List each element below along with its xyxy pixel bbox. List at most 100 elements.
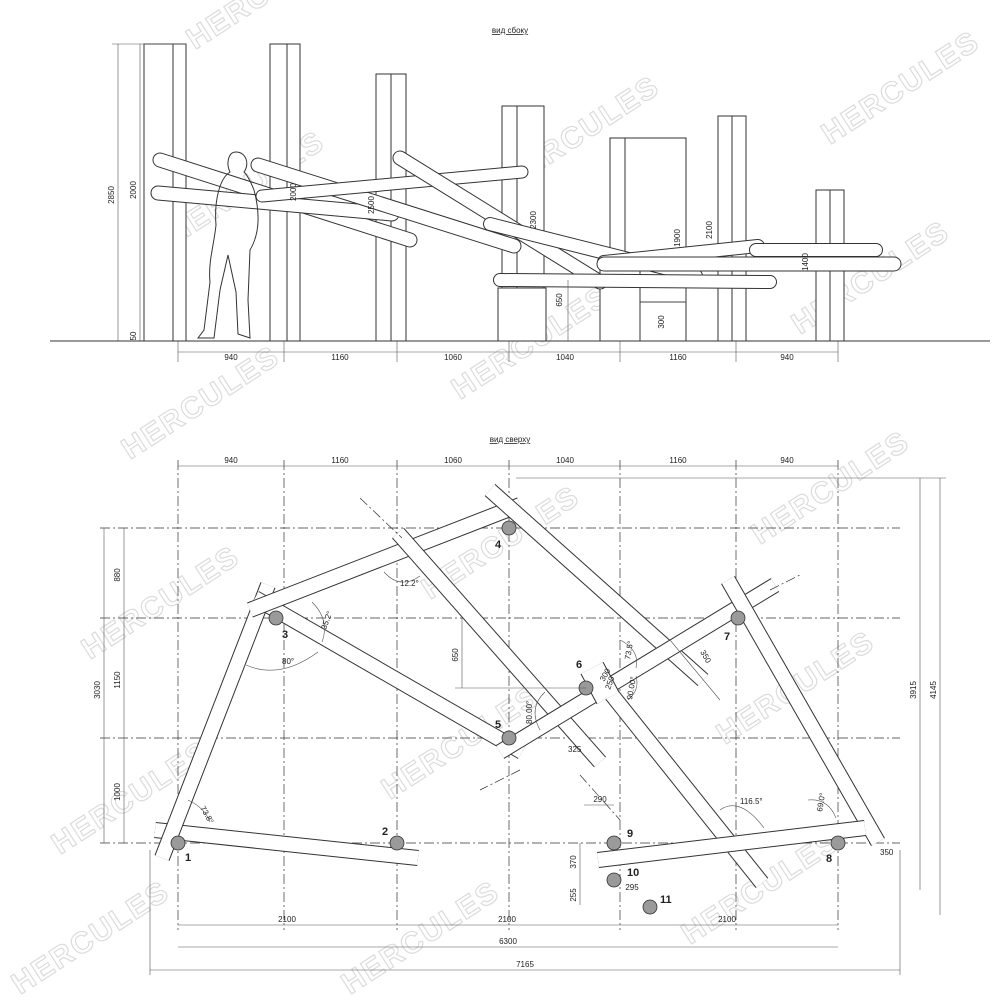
angle-labels: 73.8° 80° 35.2° 12.2° 80.00° 73.5° 90.00…: [198, 579, 827, 825]
side-logs: [150, 150, 902, 290]
log-fill: [251, 158, 521, 253]
post-number: 10: [627, 867, 639, 879]
top-view-title: вид сверху: [490, 435, 531, 444]
watermark: HERCULES: [746, 425, 916, 551]
angle-arc: [627, 675, 638, 701]
post-marker-2: [389, 835, 405, 851]
watermark: HERCULES: [181, 0, 351, 56]
log-fill: [496, 579, 779, 758]
dim-label: 2500: [367, 196, 376, 214]
dim-label: 350: [880, 848, 894, 857]
dim-label: 1160: [331, 456, 349, 465]
dim-label: 1160: [331, 353, 349, 362]
post-number: 5: [495, 719, 501, 731]
log-fill: [494, 274, 776, 288]
dim-label: 1400: [801, 253, 810, 271]
right-dimensions: 3915 4145: [516, 477, 946, 915]
dim-label: 1040: [556, 353, 574, 362]
angle-arc: [807, 799, 837, 819]
dim-label: 325: [568, 745, 582, 754]
watermark: HERCULES: [786, 215, 956, 341]
angle-arcs: [187, 571, 837, 829]
post-marker-7: [730, 610, 746, 626]
watermark: HERCULES: [816, 25, 986, 151]
post-number: 11: [660, 894, 672, 906]
log-fill: [581, 662, 619, 704]
log-fill: [151, 186, 399, 221]
post-marker-1: [170, 835, 186, 851]
dim-label: 2100: [705, 221, 714, 239]
post-marker-3: [268, 610, 284, 626]
log-fill: [247, 498, 523, 617]
dim-label: 6300: [499, 937, 517, 946]
angle-label: 80.00°: [525, 701, 534, 724]
extension-line: [359, 497, 403, 539]
extension-lines: [359, 497, 801, 821]
post-marker-10: [606, 872, 622, 888]
dim-label: 7165: [516, 960, 534, 969]
dim-label: 2100: [498, 915, 516, 924]
angle-arc: [719, 805, 765, 829]
dim-label: 940: [780, 456, 794, 465]
angle-label: 116.5°: [740, 797, 763, 806]
dim-label: 1900: [673, 229, 682, 247]
angle-arc: [311, 601, 325, 643]
post-marker-4: [501, 520, 517, 536]
dim-label: 3915: [909, 681, 918, 699]
dim-label: 1040: [556, 456, 574, 465]
post-number: 6: [576, 659, 582, 671]
dim-label: 295: [625, 883, 639, 892]
dim-label: 1160: [669, 353, 687, 362]
log-fill: [256, 166, 528, 202]
dim-label: 3030: [93, 681, 102, 699]
post-number: 7: [724, 631, 730, 643]
angle-label: 35.2°: [319, 610, 334, 631]
post-marker-8: [830, 835, 846, 851]
dim-label: 2850: [107, 186, 116, 204]
dim-label: 2100: [718, 915, 736, 924]
dim-label: 1000: [113, 783, 122, 801]
dim-label: 300: [657, 315, 666, 329]
dim-label: 50: [129, 331, 138, 340]
left-dimensions: 880 1150 1000 3030: [93, 528, 125, 843]
side-view: вид сбоку: [50, 26, 990, 362]
post-number: 3: [282, 629, 288, 641]
log-fill: [721, 576, 885, 846]
extension-line: [579, 774, 621, 821]
dim-label: 250: [603, 675, 616, 691]
dim-label: 2000: [289, 183, 298, 201]
dim-label: 4145: [929, 681, 938, 699]
dim-label: 290: [593, 795, 607, 804]
extension-line: [479, 769, 521, 791]
dim-label: 2100: [278, 915, 296, 924]
post-number: 9: [627, 828, 633, 840]
log-fill: [597, 821, 866, 867]
dim-label: 650: [451, 648, 460, 662]
post-number: 1: [185, 852, 191, 864]
top-logs: [154, 484, 885, 888]
extension-line: [769, 574, 801, 591]
dim-label: 1060: [444, 353, 462, 362]
top-dimensions: 940 1160 1060 1040 1160 940: [178, 456, 838, 467]
angle-arc: [383, 571, 421, 583]
watermark: HERCULES: [116, 340, 286, 466]
bottom-dimensions: 2100 2100 2100 6300 7165: [149, 850, 901, 975]
post-labels: 1 2 3 4 5 6 7 8 9 10 11: [185, 539, 832, 906]
dim-label: 1060: [444, 456, 462, 465]
post-number: 8: [826, 853, 832, 865]
dim-label: 940: [224, 456, 238, 465]
dim-label: 350: [698, 649, 713, 666]
log-fill: [154, 823, 419, 865]
dim-label: 370: [569, 855, 578, 869]
log-fill: [155, 582, 275, 861]
dim-label: 255: [569, 888, 578, 902]
angle-label: 73.5°: [623, 640, 635, 660]
low-block: [497, 287, 547, 342]
post-number: 4: [495, 539, 502, 551]
top-view: вид сверху: [93, 435, 946, 975]
dim-label: 940: [780, 353, 794, 362]
angle-label: 12.2°: [400, 579, 419, 588]
log-fill: [392, 528, 606, 767]
